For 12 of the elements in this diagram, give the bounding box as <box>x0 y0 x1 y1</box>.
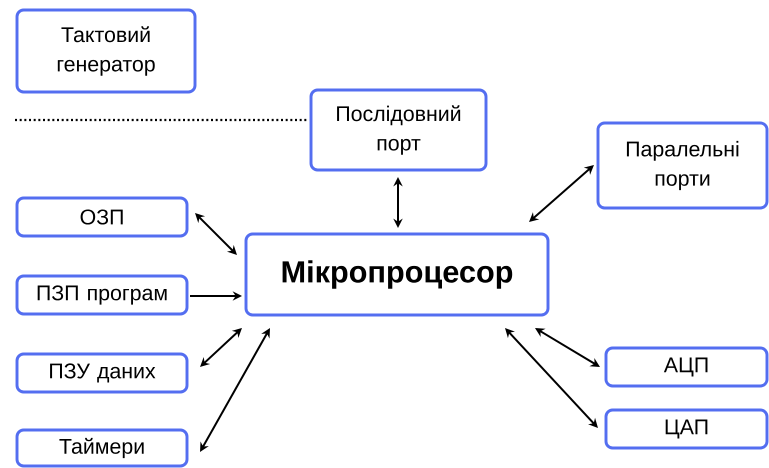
component-box: Паралельні порти <box>596 122 768 210</box>
arrow <box>195 213 237 255</box>
component-box: Таймери <box>16 428 188 468</box>
dotted-line <box>15 118 308 122</box>
component-box: ПЗП програм <box>16 274 188 316</box>
component-box: Тактовий генератор <box>16 8 196 94</box>
component-box: ОЗП <box>16 196 188 238</box>
component-box: Послідовний порт <box>310 88 488 172</box>
processor-box: Мікропроцесор <box>244 232 550 316</box>
component-box: ПЗУ даних <box>16 352 188 394</box>
component-box: АЦП <box>604 346 768 388</box>
component-box: ЦАП <box>604 408 768 450</box>
